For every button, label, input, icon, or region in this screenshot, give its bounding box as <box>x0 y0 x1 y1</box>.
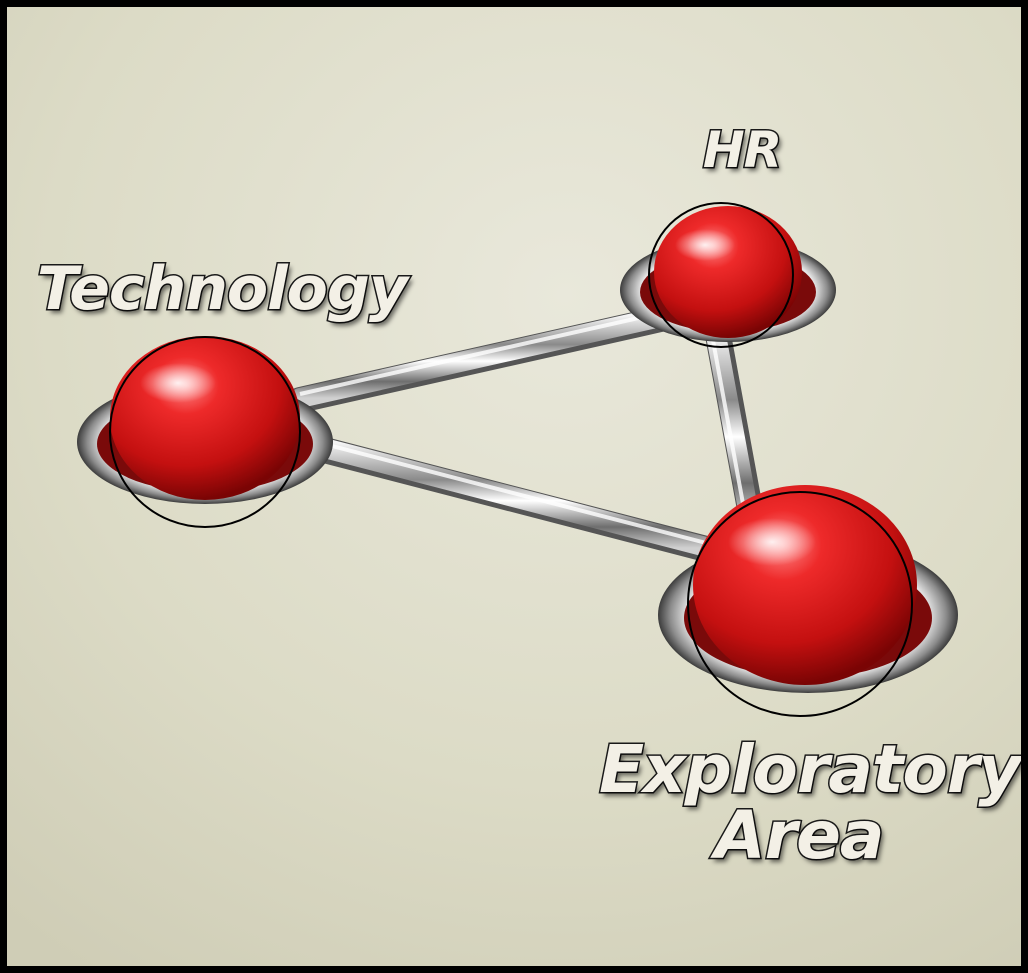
node-technology <box>77 336 333 528</box>
node-hr <box>620 202 836 348</box>
edge-technology-hr <box>287 305 678 413</box>
edge-technology-exploratory-area <box>292 432 723 563</box>
node-exploratory-area-sphere <box>693 485 917 685</box>
node-technology-sphere <box>110 336 300 500</box>
node-hr-highlight-circle <box>648 202 794 348</box>
node-technology-label: Technology <box>36 254 410 324</box>
network-diagram <box>7 7 1021 966</box>
node-technology-highlight-circle <box>109 336 301 528</box>
node-exploratory-area <box>658 485 958 717</box>
node-hr-label: HR <box>701 121 783 179</box>
edge-hr-exploratory-area <box>705 322 765 533</box>
node-exploratory-area-label: Exploratory Area <box>598 731 1022 874</box>
node-exploratory-area-highlight-circle <box>687 491 913 717</box>
